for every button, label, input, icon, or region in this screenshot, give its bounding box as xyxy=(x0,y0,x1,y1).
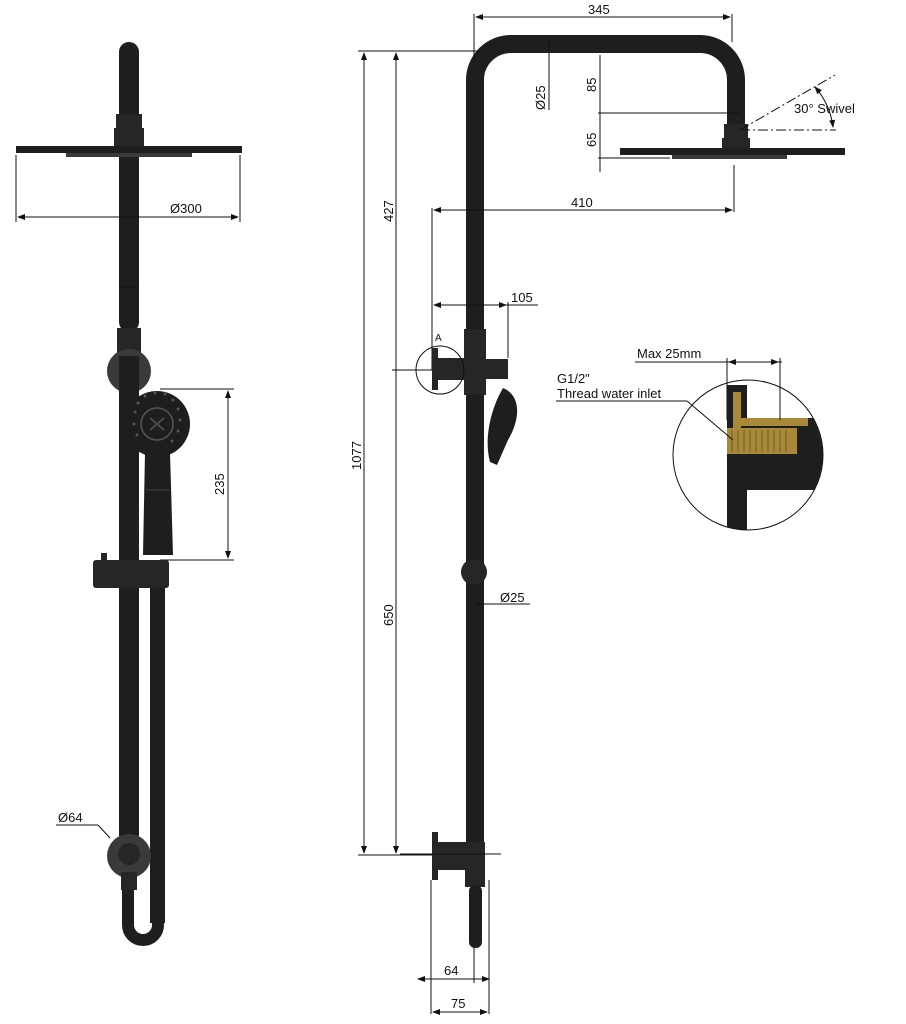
dim-head-projection: 410 xyxy=(571,195,593,210)
detail-a-label: A xyxy=(435,333,442,344)
bracket-flange-side xyxy=(432,832,438,880)
dim-pipe-diameter-bottom: Ø25 xyxy=(500,590,525,605)
hose-loop xyxy=(122,890,164,946)
head-connector-side xyxy=(722,138,750,148)
dim-swivel: 30° Swivel xyxy=(794,101,855,116)
hose-connector xyxy=(121,872,137,890)
slider-holder xyxy=(93,560,169,588)
detail-a: Max 25mm G1/2" Thread water inlet xyxy=(556,346,824,531)
wall-bracket-connector xyxy=(118,843,140,865)
dim-arm-reach: 345 xyxy=(588,2,610,17)
diverter-body-side xyxy=(464,329,486,395)
diverter-flange-side xyxy=(432,348,438,390)
front-view: Ø300 235 xyxy=(15,42,242,946)
dim-head-diameter: Ø300 xyxy=(170,201,202,216)
head-connector xyxy=(114,128,144,146)
rain-head-nozzles xyxy=(66,153,192,157)
detail-thread-label-1: G1/2" xyxy=(557,371,590,386)
riser-pipe-upper xyxy=(119,42,139,332)
dim-head-drop: 65 xyxy=(584,133,599,147)
dim-arm-drop: 85 xyxy=(584,78,599,92)
dim-total-height: 1077 xyxy=(349,441,364,470)
hose-right xyxy=(150,588,165,923)
dim-bottom-inlet: 64 xyxy=(444,963,458,978)
hand-shower-side xyxy=(487,388,518,465)
dim-lower-height: 650 xyxy=(381,604,396,626)
dim-bracket-diameter: Ø64 xyxy=(58,810,83,825)
dim-diverter-projection: 105 xyxy=(511,290,533,305)
bracket-inlet-side xyxy=(438,842,468,870)
dim-hand-shower-length: 235 xyxy=(212,473,227,495)
detail-thread-label-2: Thread water inlet xyxy=(557,386,661,401)
rain-shower-head xyxy=(16,146,242,153)
detail-a-marker-circle xyxy=(415,345,465,395)
swivel-joint-side xyxy=(724,124,748,138)
bracket-body-side xyxy=(465,842,485,887)
slide-rail xyxy=(119,356,139,836)
slider-side xyxy=(461,559,487,585)
dim-upper-height: 427 xyxy=(381,200,396,222)
hose-outlet-side xyxy=(469,885,482,948)
diverter-outlet-side xyxy=(486,359,508,379)
detail-max-label: Max 25mm xyxy=(637,346,701,361)
rain-head-side xyxy=(620,148,845,155)
slider-button xyxy=(101,553,107,561)
swivel-joint xyxy=(116,114,142,128)
dim-pipe-diameter-top: Ø25 xyxy=(533,85,548,110)
side-view: 345 Ø25 85 65 30° Swivel 410 427 1077 65… xyxy=(349,2,855,1015)
hand-shower xyxy=(124,391,190,555)
shower-arm xyxy=(466,35,745,870)
dim-bottom-overall: 75 xyxy=(451,996,465,1011)
diverter-inlet-side xyxy=(436,358,466,380)
